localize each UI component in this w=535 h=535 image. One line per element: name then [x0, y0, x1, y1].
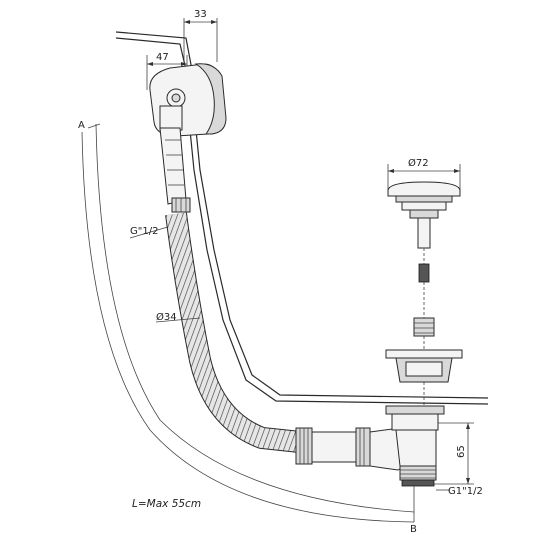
dim-65-label: 65	[456, 445, 467, 458]
outlet-body	[385, 405, 445, 487]
corrugated-hose	[165, 212, 302, 453]
length-indicator: A B	[78, 120, 417, 535]
overflow-head	[149, 63, 227, 137]
plug-spindle	[413, 248, 435, 350]
dimension-65: 65	[430, 422, 474, 485]
overflow-tube	[115, 31, 489, 405]
thread-label-outlet: G1"1/2	[436, 486, 483, 497]
hose-diameter-label-group: Ø34	[155, 311, 201, 323]
cable-housing	[159, 127, 191, 213]
dim-72-label: Ø72	[408, 157, 429, 169]
dimension-72: Ø72	[387, 157, 461, 190]
dimension-47: 47	[146, 52, 188, 90]
hose-diameter-label: Ø34	[156, 311, 177, 323]
marker-a: A	[78, 120, 85, 131]
thread-outlet-label: G1"1/2	[448, 486, 483, 497]
marker-b: B	[410, 524, 417, 535]
dimension-33: 33	[183, 9, 218, 62]
length-label: L=Max 55cm	[132, 498, 201, 510]
plug-cap	[387, 181, 461, 249]
dim-33-label: 33	[194, 9, 207, 20]
plug-flange	[385, 349, 463, 406]
thread-overflow-label: G"1/2	[130, 226, 158, 237]
outlet-connector	[295, 427, 413, 471]
dim-47-label: 47	[156, 52, 169, 63]
